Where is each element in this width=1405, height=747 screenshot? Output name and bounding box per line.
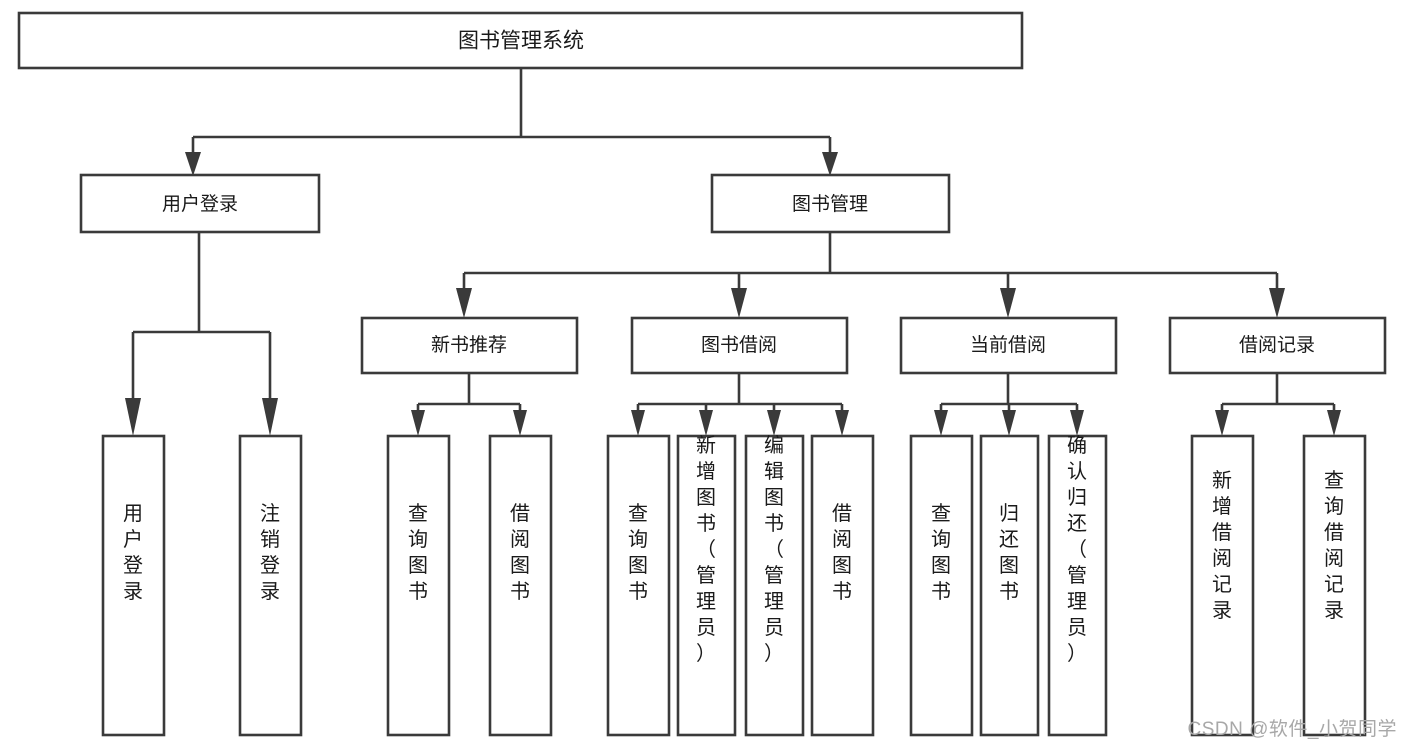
node-box[interactable]	[606, 434, 671, 737]
arrow-head-icon	[1327, 410, 1341, 436]
arrow-head-icon	[1002, 410, 1016, 436]
leaf-query-book-1-label: 查询图书	[408, 502, 428, 603]
leaf-query-book-3-label: 查询图书	[931, 502, 951, 603]
leaf-add-record[interactable]: 新增借阅记录	[1190, 434, 1255, 737]
node-box[interactable]	[1047, 434, 1108, 737]
arrow-head-icon	[513, 410, 527, 436]
node-box[interactable]	[17, 11, 1024, 70]
node-root[interactable]: 图书管理系统	[17, 11, 1024, 70]
leaf-query-record[interactable]: 查询借阅记录	[1302, 434, 1367, 737]
leaf-query-book-1[interactable]: 查询图书	[386, 434, 451, 737]
node-box[interactable]	[676, 434, 737, 737]
node-new-book-rec-label: 新书推荐	[431, 334, 507, 356]
node-box[interactable]	[238, 434, 303, 737]
node-box[interactable]	[488, 434, 553, 737]
node-borrow-record[interactable]: 借阅记录	[1168, 316, 1387, 375]
connector-root-to-level1	[185, 68, 838, 176]
node-root-label: 图书管理系统	[458, 30, 584, 53]
node-box[interactable]	[79, 173, 321, 234]
leaf-borrow-book-2[interactable]: 借阅图书	[810, 434, 875, 737]
arrow-head-icon	[767, 410, 781, 436]
node-box[interactable]	[101, 434, 166, 737]
node-book-manage[interactable]: 图书管理	[710, 173, 951, 234]
arrow-head-icon	[631, 410, 645, 436]
node-book-manage-label: 图书管理	[792, 193, 868, 215]
node-user-login-label: 用户登录	[162, 193, 238, 215]
leaf-add-book[interactable]: 新增图书（管理员）	[676, 434, 737, 737]
arrow-head-icon	[731, 288, 747, 318]
node-box[interactable]	[979, 434, 1040, 737]
leaf-add-book-label: 新增图书（管理员）	[696, 434, 716, 665]
leaf-edit-book-label: 编辑图书（管理员）	[764, 434, 784, 665]
connector-newbookrec-to-leaves	[411, 373, 527, 436]
arrow-head-icon	[411, 410, 425, 436]
node-box[interactable]	[899, 316, 1118, 375]
arrow-head-icon	[1215, 410, 1229, 436]
node-box[interactable]	[810, 434, 875, 737]
leaf-return-book-label: 归还图书	[999, 502, 1019, 603]
node-box[interactable]	[360, 316, 579, 375]
leaf-confirm-return[interactable]: 确认归还（管理员）	[1047, 434, 1108, 737]
leaf-borrow-book-2-label: 借阅图书	[832, 502, 852, 603]
leaf-add-record-label: 新增借阅记录	[1212, 469, 1232, 622]
leaf-logout-label: 注销登录	[260, 502, 280, 603]
leaf-logout[interactable]: 注销登录	[238, 434, 303, 737]
watermark-text: CSDN @软件_小贺同学	[1187, 719, 1397, 740]
node-box[interactable]	[1302, 434, 1367, 737]
node-box[interactable]	[1190, 434, 1255, 737]
connector-currentborrow-to-leaves	[934, 373, 1084, 436]
node-box[interactable]	[744, 434, 805, 737]
leaf-return-book[interactable]: 归还图书	[979, 434, 1040, 737]
leaf-confirm-return-label: 确认归还（管理员）	[1067, 434, 1087, 665]
connector-userlogin-to-leaves	[125, 232, 278, 436]
arrow-head-icon	[934, 410, 948, 436]
leaf-borrow-book-1[interactable]: 借阅图书	[488, 434, 553, 737]
node-book-borrow-label: 图书借阅	[701, 334, 777, 356]
leaf-query-book-2-label: 查询图书	[628, 502, 648, 603]
connector-bookmanage-to-level2	[456, 232, 1285, 318]
leaf-user-login[interactable]: 用户登录	[101, 434, 166, 737]
node-box[interactable]	[1168, 316, 1387, 375]
arrow-head-icon	[822, 152, 838, 176]
node-current-borrow-label: 当前借阅	[970, 334, 1046, 356]
node-user-login[interactable]: 用户登录	[79, 173, 321, 234]
connector-borrowrecord-to-leaves	[1215, 373, 1341, 436]
leaf-query-book-3[interactable]: 查询图书	[909, 434, 974, 737]
node-current-borrow[interactable]: 当前借阅	[899, 316, 1118, 375]
arrow-head-icon	[185, 152, 201, 176]
node-box[interactable]	[386, 434, 451, 737]
connector-bookborrow-to-leaves	[631, 373, 849, 436]
arrow-head-icon	[262, 398, 278, 436]
leaf-query-book-2[interactable]: 查询图书	[606, 434, 671, 737]
node-box[interactable]	[630, 316, 849, 375]
node-book-borrow[interactable]: 图书借阅	[630, 316, 849, 375]
arrow-head-icon	[835, 410, 849, 436]
arrow-head-icon	[1269, 288, 1285, 318]
node-new-book-rec[interactable]: 新书推荐	[360, 316, 579, 375]
leaf-edit-book[interactable]: 编辑图书（管理员）	[744, 434, 805, 737]
leaf-borrow-book-1-label: 借阅图书	[510, 502, 530, 603]
node-borrow-record-label: 借阅记录	[1239, 334, 1315, 356]
node-box[interactable]	[909, 434, 974, 737]
arrow-head-icon	[1070, 410, 1084, 436]
arrow-head-icon	[456, 288, 472, 318]
node-box[interactable]	[710, 173, 951, 234]
arrow-head-icon	[699, 410, 713, 436]
leaf-query-record-label: 查询借阅记录	[1324, 469, 1344, 622]
arrow-head-icon	[125, 398, 141, 436]
leaf-user-login-label: 用户登录	[123, 503, 143, 603]
arrow-head-icon	[1000, 288, 1016, 318]
